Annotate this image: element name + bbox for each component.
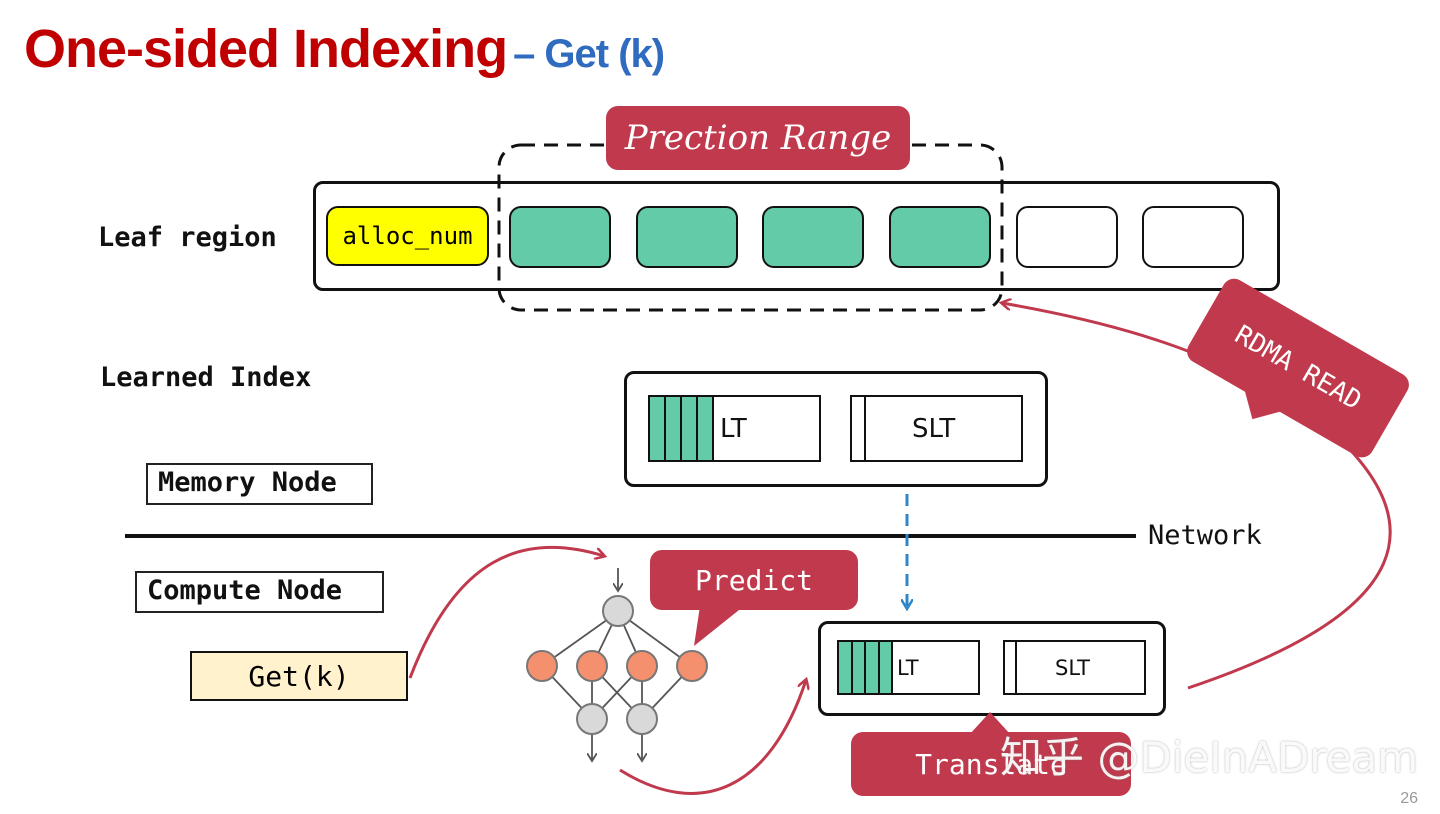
get-k-box: Get(k) [190,651,408,701]
cached-slt-table: SLT [1003,640,1146,695]
leaf-region [313,181,1280,291]
leaf-entry-filled [762,206,864,268]
cached-lt-label: LT [897,655,919,680]
learned-index-label: Learned Index [100,362,312,393]
lt-table: LT [648,395,821,462]
slt-label: SLT [912,413,956,444]
get-to-model-arrow [408,545,604,679]
compute-node-label: Compute Node [135,571,384,613]
cached-lt-table: LT [837,640,980,695]
title-main-text: One-sided Indexing [24,19,508,79]
prediction-range-callout: Prection Range [606,106,910,170]
slt-table: SLT [850,395,1023,462]
cached-slt-label: SLT [1055,655,1090,680]
watermark: 知乎 @DieInADream [1000,733,1419,782]
translate-callout-tail [970,712,1010,734]
leaf-region-label: Leaf region [98,222,277,253]
leaf-entry-filled [889,206,991,268]
predict-callout: Predict [650,550,858,610]
leaf-entry-empty [1016,206,1118,268]
title-sub-text: – Get (k) [513,32,665,76]
neural-network-nodes [526,595,708,735]
cached-lt-stripes [839,642,893,693]
leaf-entry-filled [509,206,611,268]
leaf-entry-filled [636,206,738,268]
lt-stripes [650,397,714,460]
page-number: 26 [1400,790,1418,807]
alloc-num-cell: alloc_num [326,206,489,266]
translate-callout: Translate [851,732,1131,796]
leaf-entry-empty [1142,206,1244,268]
predict-callout-tail [694,606,744,646]
network-label: Network [1148,520,1262,551]
model-to-translate-arrow [619,680,806,795]
prediction-range-box [497,143,1004,312]
lt-label: LT [720,413,747,444]
memory-node-label: Memory Node [146,463,373,505]
slide-title: One-sided Indexing– Get (k) [24,18,665,80]
